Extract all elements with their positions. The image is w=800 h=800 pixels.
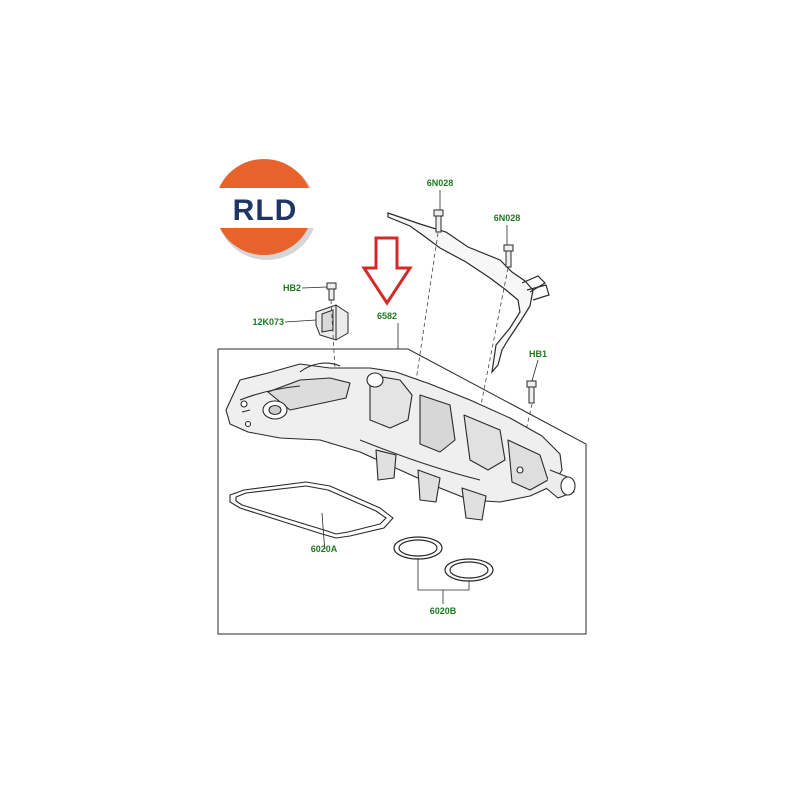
bolt-hb2 [326, 282, 337, 301]
label-hb1: HB1 [529, 349, 547, 359]
label-6020b: 6020B [430, 606, 457, 616]
label-12k073: 12K073 [252, 317, 284, 327]
rld-logo: RLD [213, 159, 317, 260]
o-ring-6020b-left [393, 536, 443, 560]
label-hb2: HB2 [283, 283, 301, 293]
gasket-6020a [229, 481, 394, 539]
bolt-6n028-right [503, 244, 514, 268]
assembly-frame [217, 348, 587, 635]
heat-shield-bracket [387, 212, 550, 374]
o-ring-6020b-right [444, 558, 494, 582]
intake-manifold-6582 [225, 362, 576, 521]
bolt-6n028-left [433, 209, 444, 233]
label-6020a: 6020A [311, 544, 338, 554]
logo-text: RLD [233, 194, 298, 227]
part-labels: 6N028 6N028 HB2 12K073 6582 HB1 6020A 60… [252, 178, 547, 616]
label-6582: 6582 [377, 311, 397, 321]
highlight-arrow-icon [361, 236, 413, 306]
leader-lines [284, 190, 539, 604]
label-6n028-right: 6N028 [494, 213, 521, 223]
bolt-hb1 [526, 380, 537, 404]
label-6n028-left: 6N028 [427, 178, 454, 188]
